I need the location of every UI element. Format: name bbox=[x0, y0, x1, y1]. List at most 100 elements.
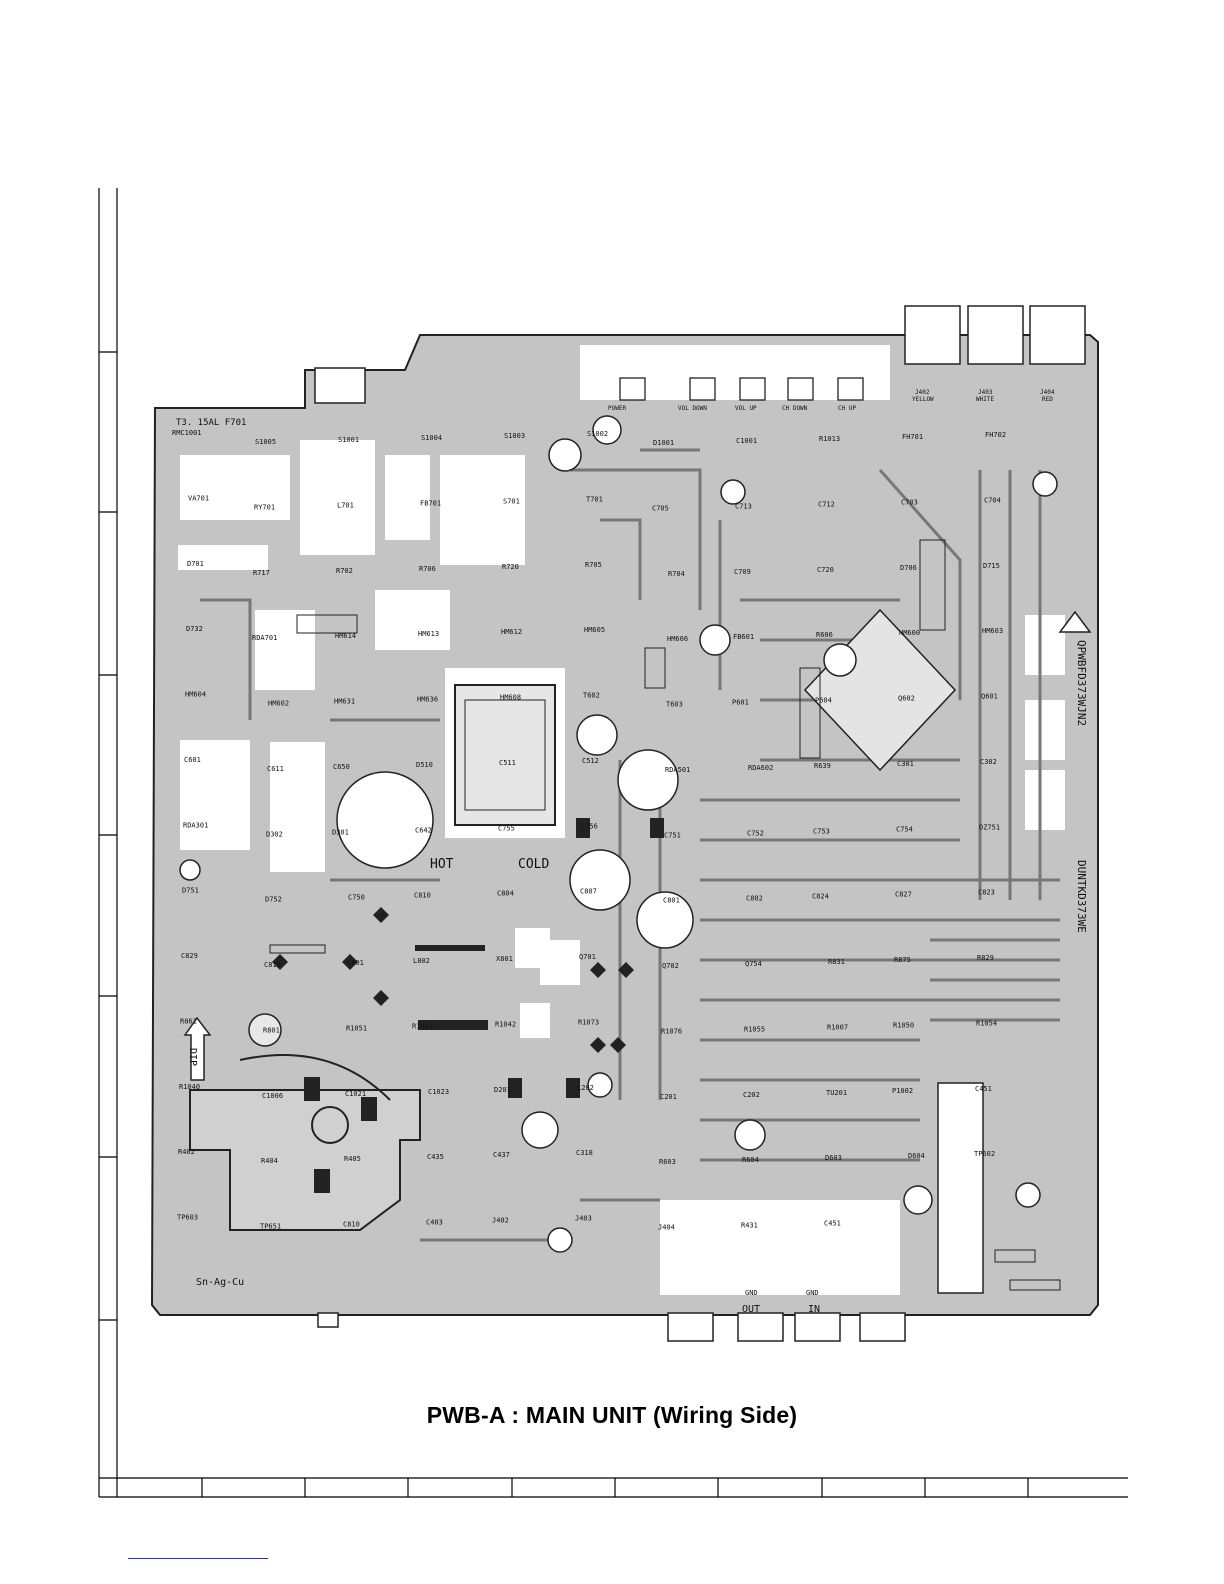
out-label: OUT bbox=[742, 1304, 760, 1315]
component-ref-label: C1006 bbox=[262, 1092, 283, 1100]
footer-link-underline[interactable] bbox=[128, 1558, 268, 1559]
component-ref-label: Q602 bbox=[898, 695, 915, 703]
component-ref-label: C302 bbox=[980, 758, 997, 766]
component-ref-label: C829 bbox=[181, 952, 198, 960]
jack-color-j403: WHITE bbox=[976, 396, 994, 403]
component-ref-label: R720 bbox=[502, 563, 519, 571]
gnd-label-right: GND bbox=[806, 1289, 819, 1297]
component-ref-label: R702 bbox=[336, 567, 353, 575]
component-ref-label: T602 bbox=[583, 692, 600, 700]
component-ref-label: VA701 bbox=[188, 494, 209, 502]
component-ref-label: RDA701 bbox=[252, 634, 277, 642]
fuse-label: T3. 15AL F701 bbox=[176, 418, 246, 428]
component-ref-label: HM636 bbox=[417, 696, 438, 704]
component-ref-label: R706 bbox=[419, 565, 436, 573]
component-ref-label: J403 bbox=[575, 1215, 592, 1223]
component-ref-label: C824 bbox=[812, 893, 829, 901]
component-ref-label: P1002 bbox=[892, 1087, 913, 1095]
component-ref-label: R1055 bbox=[744, 1026, 765, 1034]
component-ref-label: C650 bbox=[333, 763, 350, 771]
component-ref-label: C511 bbox=[499, 759, 516, 767]
component-ref-label: HM612 bbox=[501, 628, 522, 636]
tact-switch-row bbox=[619, 377, 864, 401]
component-ref-label: C810 bbox=[264, 961, 281, 969]
component-ref-label: C751 bbox=[664, 831, 681, 839]
sheet-frame bbox=[98, 188, 1128, 1498]
component-ref-label: C703 bbox=[901, 498, 918, 506]
component-ref-label: D603 bbox=[825, 1154, 842, 1162]
component-ref-label: R861 bbox=[180, 1018, 197, 1026]
top-jack-blocks bbox=[314, 305, 1086, 404]
component-ref-label: S1003 bbox=[504, 432, 525, 440]
component-ref-label: C705 bbox=[652, 504, 669, 512]
jack-ref-j404: J404 bbox=[1040, 389, 1055, 396]
component-ref-label: C1001 bbox=[736, 437, 757, 445]
component-ref-label: Q601 bbox=[981, 693, 998, 701]
component-ref-label: C712 bbox=[818, 500, 835, 508]
component-ref-label: TP603 bbox=[177, 1214, 198, 1222]
component-ref-label: D701 bbox=[187, 560, 204, 568]
component-ref-label: C827 bbox=[895, 891, 912, 899]
component-ref-label: Q754 bbox=[745, 960, 762, 968]
switch-label-vol-up: VOL UP bbox=[735, 405, 757, 412]
component-ref-label: S701 bbox=[503, 497, 520, 505]
component-ref-label: C512 bbox=[582, 757, 599, 765]
component-ref-label: R829 bbox=[977, 954, 994, 962]
component-ref-label: R1076 bbox=[661, 1028, 682, 1036]
component-ref-label: RY701 bbox=[254, 503, 275, 511]
component-ref-label: R604 bbox=[742, 1156, 759, 1164]
component-ref-label: R704 bbox=[668, 570, 685, 578]
component-ref-label: R1031 bbox=[412, 1023, 433, 1031]
component-ref-label: R404 bbox=[261, 1157, 278, 1165]
component-ref-label: X801 bbox=[496, 955, 513, 963]
component-ref-label: L701 bbox=[337, 501, 354, 509]
component-ref-label: C810 bbox=[414, 892, 431, 900]
component-ref-label: C754 bbox=[896, 825, 913, 833]
warning-triangle bbox=[1058, 610, 1092, 633]
component-ref-label: C755 bbox=[498, 824, 515, 832]
component-ref-label: HM602 bbox=[268, 700, 289, 708]
component-ref-label: R1054 bbox=[976, 1020, 997, 1028]
component-ref-label: C756 bbox=[581, 822, 598, 830]
jack-ref-j403: J403 bbox=[978, 389, 993, 396]
component-ref-label: RMC1001 bbox=[172, 429, 202, 437]
component-ref-label: R831 bbox=[828, 958, 845, 966]
component-ref-label: HM603 bbox=[982, 627, 1003, 635]
in-label: IN bbox=[808, 1304, 820, 1315]
component-ref-label: R431 bbox=[741, 1222, 758, 1230]
component-ref-label: R1007 bbox=[827, 1024, 848, 1032]
component-ref-label: C403 bbox=[426, 1219, 443, 1227]
component-ref-label: HM605 bbox=[584, 626, 605, 634]
component-ref-label: R1051 bbox=[346, 1025, 367, 1033]
component-ref-label: HM606 bbox=[667, 635, 688, 643]
component-ref-label: C713 bbox=[735, 502, 752, 510]
component-ref-label: HM614 bbox=[335, 632, 356, 640]
copper-traces bbox=[200, 448, 1060, 1242]
dip-arrow bbox=[183, 1016, 212, 1081]
component-ref-label: D302 bbox=[266, 830, 283, 838]
flyback-transformer bbox=[189, 1054, 421, 1231]
component-ref-label: C823 bbox=[978, 889, 995, 897]
component-ref-label: S1001 bbox=[338, 436, 359, 444]
component-ref-label: D732 bbox=[186, 625, 203, 633]
component-ref-label: C801 bbox=[663, 897, 680, 905]
component-ref-label: R1042 bbox=[495, 1021, 516, 1029]
solder-label: Sn-Ag-Cu bbox=[196, 1277, 244, 1288]
component-ref-label: L802 bbox=[413, 957, 430, 965]
jack-color-j402: YELLOW bbox=[912, 396, 934, 403]
component-ref-label: C435 bbox=[427, 1153, 444, 1161]
component-ref-label: R717 bbox=[253, 569, 270, 577]
cold-label: COLD bbox=[518, 857, 549, 872]
switch-label-power: POWER bbox=[608, 405, 626, 412]
component-ref-label: C1021 bbox=[345, 1090, 366, 1098]
component-ref-label: FH701 bbox=[902, 433, 923, 441]
board-text-labels: T3. 15AL F701 HOT COLD Sn-Ag-Cu OUT IN G… bbox=[176, 389, 1088, 1315]
component-ref-label: R1013 bbox=[819, 435, 840, 443]
component-ref-label: TP651 bbox=[260, 1223, 281, 1231]
component-ref-label: C753 bbox=[813, 827, 830, 835]
component-ref-label: P604 bbox=[815, 697, 832, 705]
component-ref-label: C704 bbox=[984, 496, 1001, 504]
component-ref-label: HM608 bbox=[500, 694, 521, 702]
component-ref-label: C720 bbox=[817, 566, 834, 574]
jack-color-j404: RED bbox=[1042, 396, 1053, 403]
